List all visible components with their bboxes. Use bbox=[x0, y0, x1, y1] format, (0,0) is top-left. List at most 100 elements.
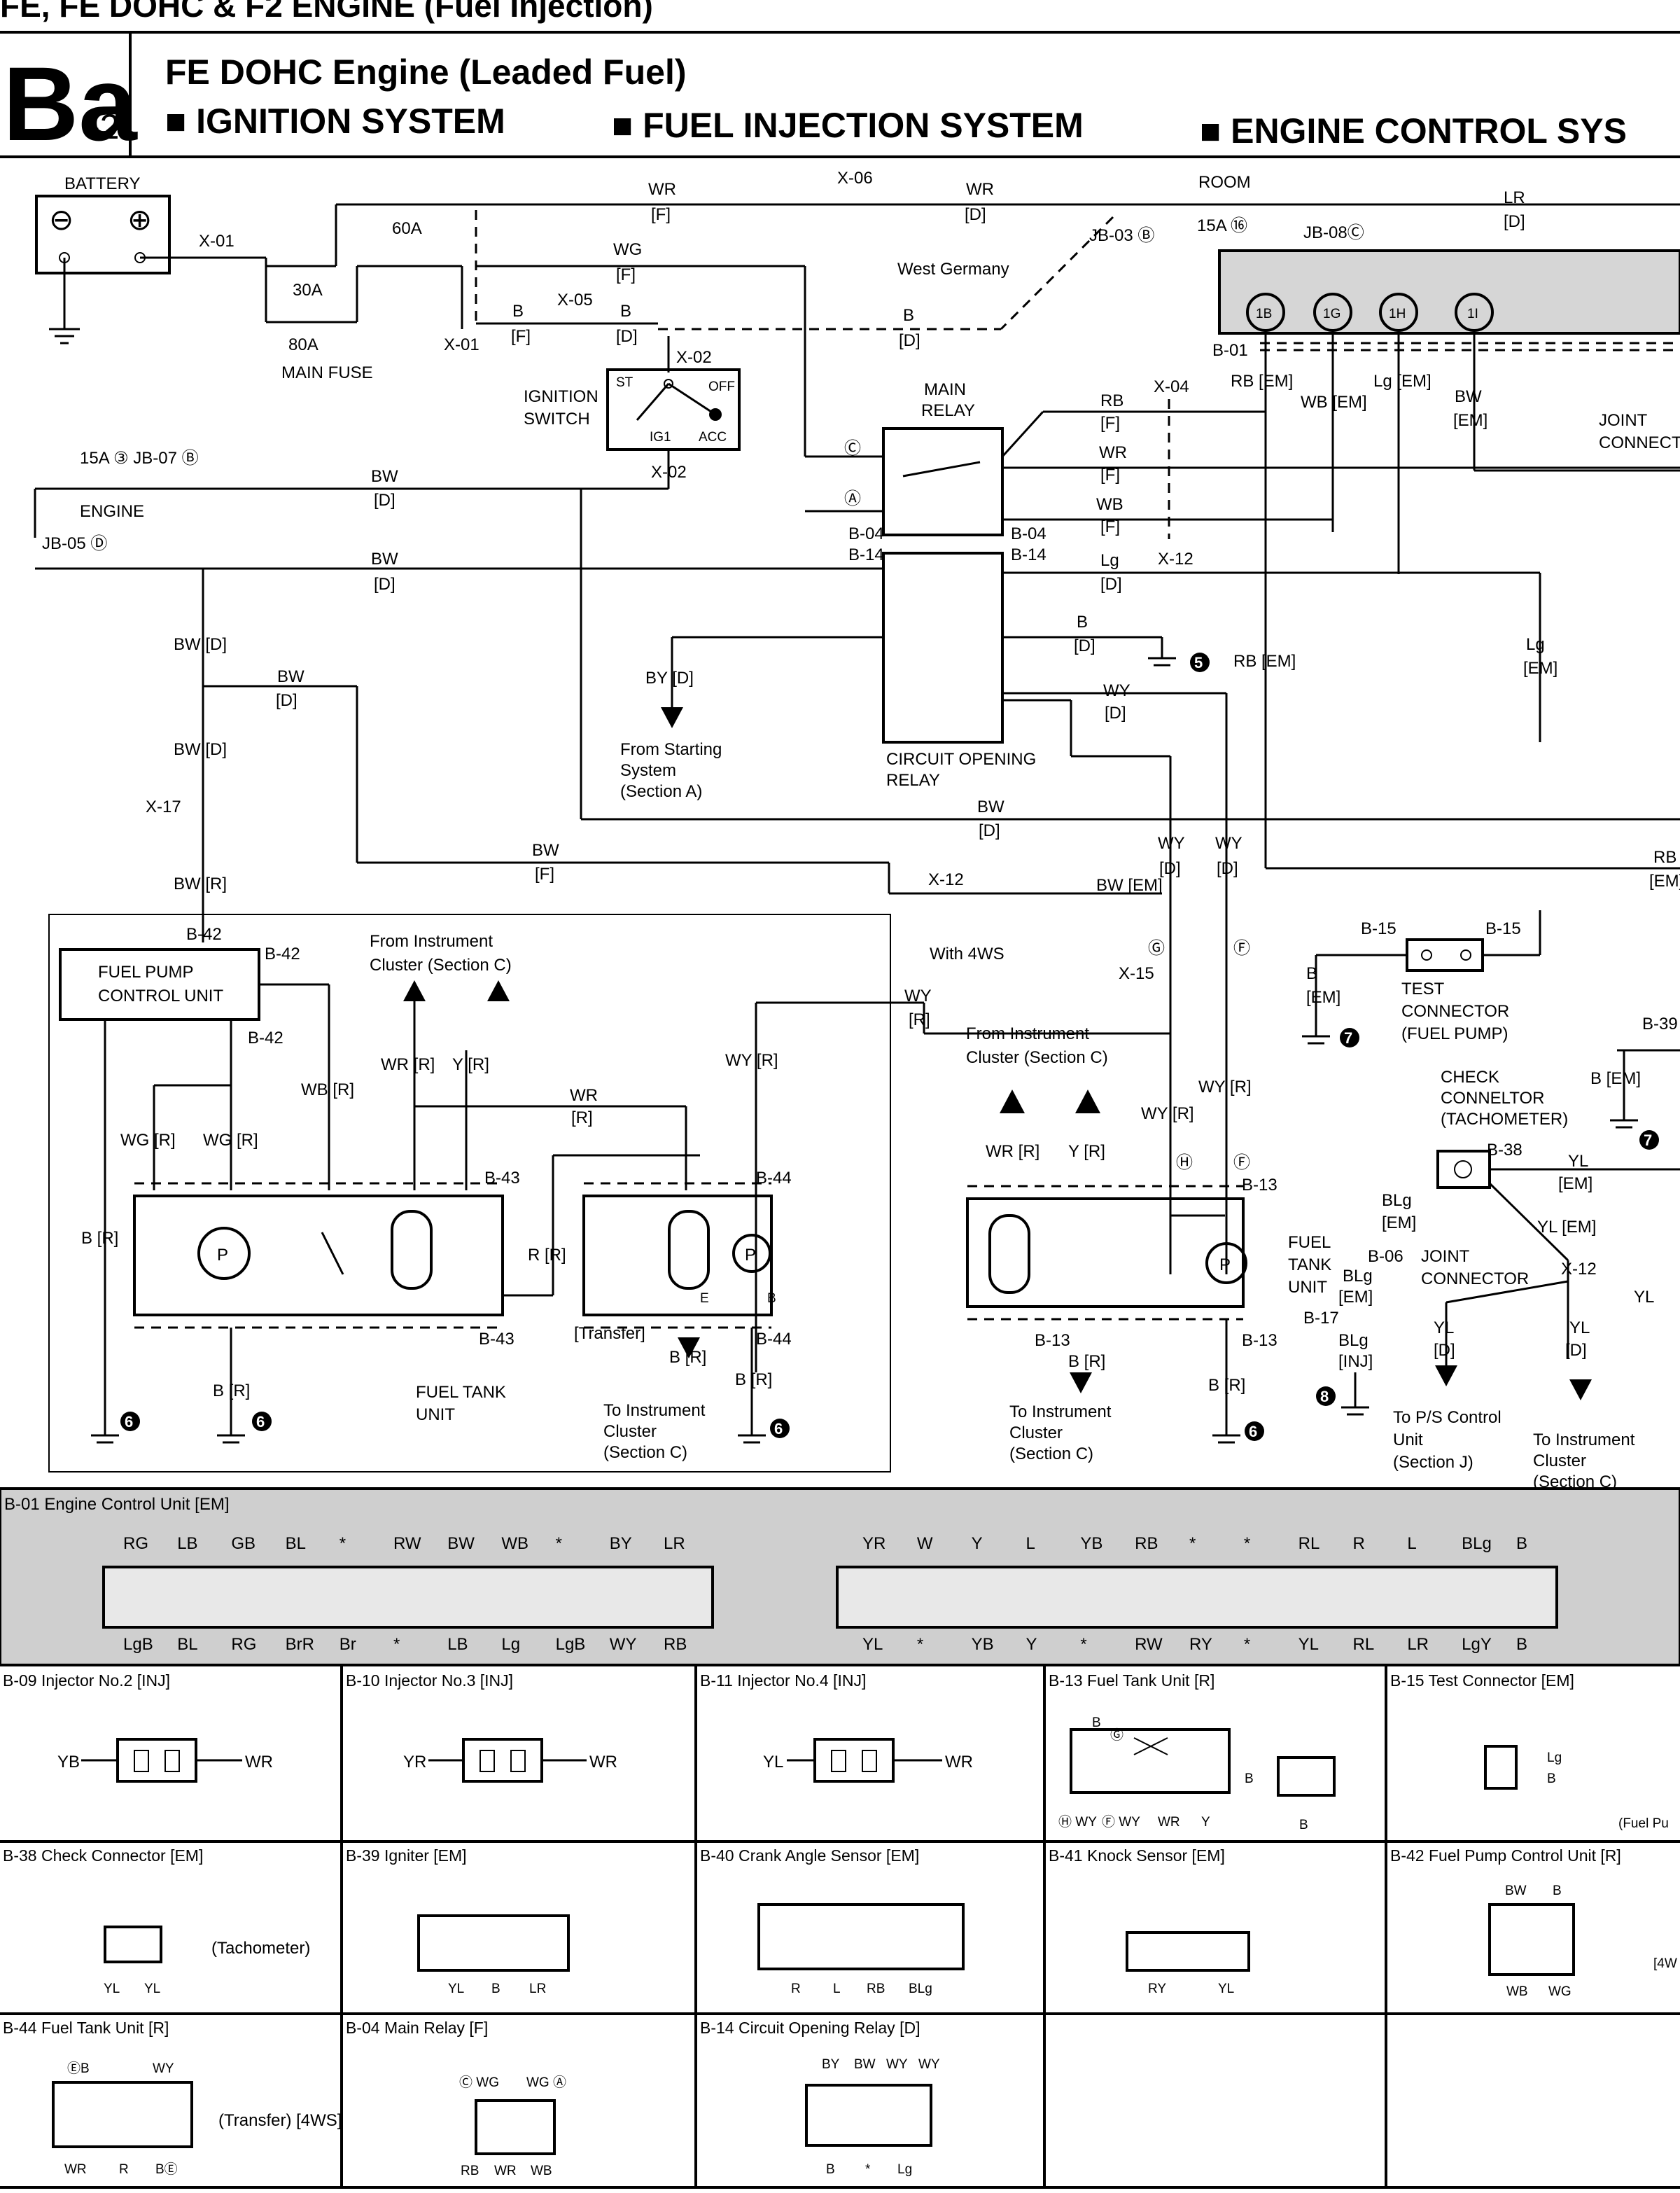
svg-text:WY: WY bbox=[886, 2057, 908, 2072]
from-instrument-cluster-label-2: From Instrument bbox=[966, 1024, 1089, 1043]
section-code-suffix: -2 bbox=[88, 107, 119, 146]
joint-connector-label-2: JOINT bbox=[1421, 1247, 1470, 1266]
svg-text:WR: WR bbox=[64, 2162, 87, 2177]
main-relay bbox=[882, 427, 1004, 536]
svg-text:BW: BW bbox=[1455, 387, 1482, 406]
svg-text:LR: LR bbox=[529, 1982, 546, 1996]
ecu-left-bottom-pin-label: LgB bbox=[123, 1635, 153, 1654]
to-ps-label: To P/S Control bbox=[1393, 1408, 1502, 1427]
connector-title: B-11 Injector No.4 [INJ] bbox=[700, 1671, 866, 1690]
svg-text:WR: WR bbox=[494, 2164, 517, 2178]
svg-text:B: B bbox=[620, 302, 631, 321]
svg-text:WR: WR bbox=[945, 1753, 973, 1771]
svg-text:WY: WY bbox=[153, 2061, 174, 2076]
ecu-left-bottom-pin-label: * bbox=[393, 1635, 400, 1654]
connector-title: B-09 Injector No.2 [INJ] bbox=[3, 1671, 170, 1690]
svg-text:[D]: [D] bbox=[965, 205, 986, 224]
4ws-area bbox=[48, 914, 891, 1473]
ecu-right-top-pin-label: YR bbox=[862, 1534, 886, 1553]
svg-text:WB [R]: WB [R] bbox=[301, 1080, 354, 1099]
from-starting-label: From Starting bbox=[620, 740, 722, 759]
connector-b40: R L RB BLg bbox=[757, 1903, 965, 1996]
svg-text:1B: 1B bbox=[1256, 307, 1272, 321]
b44-bottom: B-44 bbox=[756, 1330, 792, 1349]
ecu-right-bottom-pin-label: LR bbox=[1407, 1635, 1429, 1654]
ecu-right-bottom-pin-label: B bbox=[1516, 1635, 1527, 1654]
svg-text:8: 8 bbox=[1320, 1388, 1329, 1405]
svg-text:B [R]: B [R] bbox=[81, 1229, 118, 1248]
svg-text:BW: BW bbox=[1505, 1884, 1527, 1898]
x05-label: X-05 bbox=[557, 291, 593, 309]
ecu-right-bottom-pin-label: * bbox=[917, 1635, 923, 1654]
ecu-right-bottom-pin-label: RL bbox=[1353, 1635, 1375, 1654]
svg-text:[D]: [D] bbox=[1217, 859, 1238, 878]
ecu-right-top-pin-label: RB bbox=[1135, 1534, 1158, 1553]
svg-text:Y [R]: Y [R] bbox=[1068, 1142, 1105, 1161]
svg-text:6: 6 bbox=[774, 1420, 783, 1437]
svg-text:WB: WB bbox=[1506, 1984, 1528, 1999]
fuel-tank-unit-label-right: FUEL bbox=[1288, 1233, 1331, 1252]
engine-title: FE DOHC Engine (Leaded Fuel) bbox=[165, 53, 686, 92]
svg-text:5: 5 bbox=[1194, 654, 1203, 671]
svg-text:Y [R]: Y [R] bbox=[452, 1055, 489, 1074]
svg-text:(Section J): (Section J) bbox=[1393, 1453, 1474, 1472]
ecu-pin-block bbox=[1218, 249, 1680, 335]
svg-text:Ⓒ: Ⓒ bbox=[844, 439, 861, 458]
svg-text:CONNECTO: CONNECTO bbox=[1599, 433, 1680, 452]
connector-title: B-38 Check Connector [EM] bbox=[3, 1846, 203, 1865]
svg-text:[R]: [R] bbox=[571, 1108, 593, 1127]
ecu-right-top-pin-label: Y bbox=[972, 1534, 983, 1553]
svg-text:[D]: [D] bbox=[374, 575, 396, 594]
ecu-left-top-pin-label: GB bbox=[231, 1534, 255, 1553]
ecu-right-bottom-pin-label: YL bbox=[862, 1635, 883, 1654]
svg-text:YL: YL bbox=[1568, 1152, 1588, 1171]
b44-top: B-44 bbox=[756, 1169, 792, 1188]
svg-text:[F]: [F] bbox=[1100, 414, 1120, 433]
svg-text:SWITCH: SWITCH bbox=[524, 410, 590, 429]
svg-text:CONNECTOR: CONNECTOR bbox=[1401, 1002, 1509, 1021]
b42-top: B-42 bbox=[186, 925, 222, 944]
svg-text:[F]: [F] bbox=[616, 265, 636, 284]
svg-text:6: 6 bbox=[125, 1413, 133, 1430]
svg-text:Ⓕ: Ⓕ bbox=[1233, 1153, 1250, 1172]
connector-title: B-44 Fuel Tank Unit [R] bbox=[3, 2019, 169, 2037]
svg-text:L: L bbox=[833, 1982, 841, 1996]
connector-b41: RY YL bbox=[1126, 1931, 1250, 1996]
svg-text:[EM]: [EM] bbox=[1382, 1213, 1416, 1232]
b38-side: B-38 bbox=[1487, 1141, 1522, 1160]
ecu-left-top-pin-label: LB bbox=[177, 1534, 197, 1553]
ignition-switch bbox=[606, 368, 741, 451]
x15-label: X-15 bbox=[1119, 964, 1154, 983]
svg-text:P: P bbox=[1219, 1255, 1231, 1274]
svg-text:B: B bbox=[512, 302, 524, 321]
ecu-left-bottom-pin-label: RG bbox=[231, 1635, 256, 1654]
svg-text:WY: WY bbox=[1215, 834, 1242, 853]
svg-text:X-12: X-12 bbox=[1158, 550, 1194, 569]
svg-text:6: 6 bbox=[256, 1413, 265, 1430]
svg-text:YL [EM]: YL [EM] bbox=[1537, 1218, 1596, 1237]
svg-text:WG: WG bbox=[1548, 1984, 1572, 1999]
svg-text:P: P bbox=[217, 1246, 228, 1265]
svg-text:BLg: BLg bbox=[1382, 1191, 1412, 1210]
b43-top: B-43 bbox=[484, 1169, 520, 1188]
svg-text:RY: RY bbox=[1148, 1982, 1166, 1996]
svg-text:[INJ]: [INJ] bbox=[1338, 1352, 1373, 1371]
svg-text:P: P bbox=[745, 1246, 756, 1265]
svg-text:[D]: [D] bbox=[1159, 859, 1181, 878]
svg-text:CONNELTOR: CONNELTOR bbox=[1441, 1089, 1544, 1108]
battery-minus-icon: ⊖ bbox=[49, 203, 74, 236]
svg-text:BⒺ: BⒺ bbox=[155, 2161, 178, 2177]
svg-text:WR: WR bbox=[570, 1086, 598, 1105]
svg-text:YL: YL bbox=[763, 1753, 783, 1771]
svg-text:1G: 1G bbox=[1323, 307, 1340, 321]
svg-text:Unit: Unit bbox=[1393, 1430, 1423, 1449]
room-label: ROOM bbox=[1198, 173, 1251, 192]
wire-wr-f: WR bbox=[648, 180, 676, 199]
ecu-right-top-pin-label: * bbox=[1244, 1534, 1250, 1553]
svg-text:BLg: BLg bbox=[1343, 1267, 1373, 1286]
svg-text:*: * bbox=[865, 2162, 871, 2177]
svg-text:B-14: B-14 bbox=[1011, 545, 1046, 564]
system-fuel-injection: ■ FUEL INJECTION SYSTEM bbox=[612, 106, 1084, 145]
ecu-left-top-pin-label: BW bbox=[447, 1534, 475, 1553]
svg-text:Cluster (Section C): Cluster (Section C) bbox=[966, 1048, 1108, 1067]
